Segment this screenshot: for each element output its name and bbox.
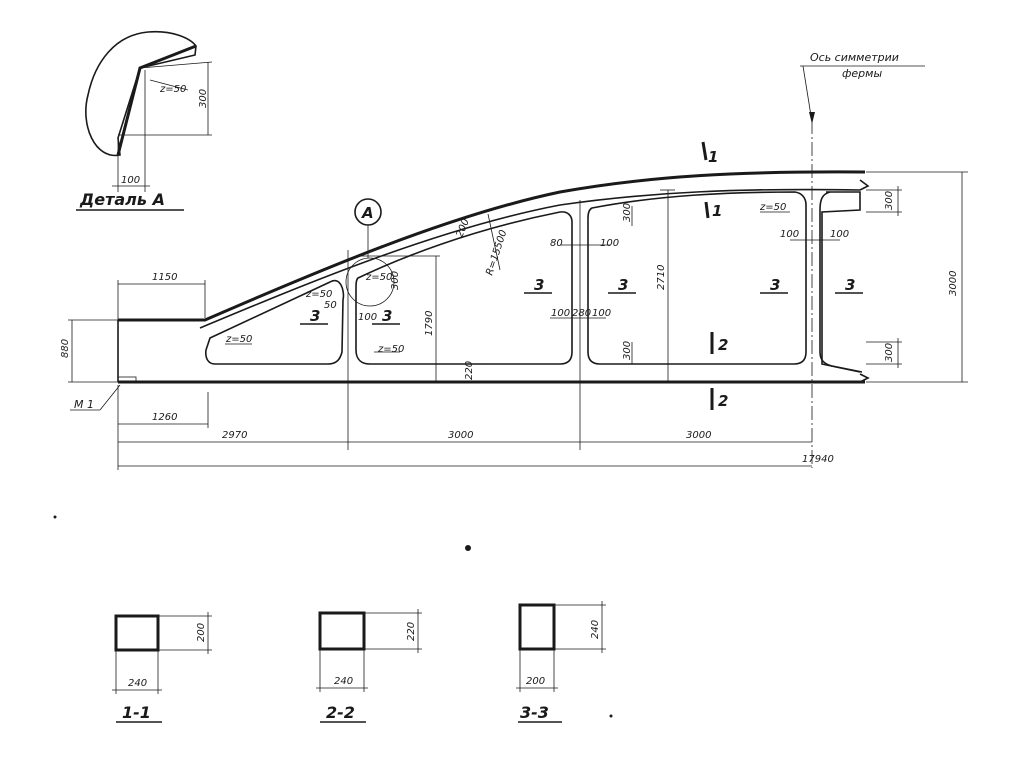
dim-z50-callout: z=50	[365, 272, 392, 283]
dim-z50-panel1: z=50	[225, 334, 252, 345]
panel-label-1: 3	[310, 307, 320, 325]
panel-opening-2	[355, 211, 573, 365]
dim-z50-node: z=50	[305, 289, 332, 300]
top-chord-inner	[199, 188, 861, 329]
dim-3000-b: 3000	[686, 430, 711, 441]
dim-80: 80	[550, 238, 563, 249]
dim-z50-panel2: z=50	[377, 344, 404, 355]
dim-1150: 1150	[152, 272, 177, 283]
dim-100-a: 100	[551, 308, 570, 319]
dim-3000-height: 3000	[948, 271, 959, 296]
radius-label: R=15500	[484, 229, 509, 277]
detail-a-z: z=50	[159, 84, 186, 95]
dim-300-right-bottom: 300	[884, 343, 895, 362]
dim-880: 880	[60, 339, 71, 358]
dim-100-callout: 100	[358, 312, 377, 323]
section-3-3-width: 200	[526, 676, 545, 687]
section-1-1: 200 240 1-1	[112, 612, 212, 723]
section-mark-2-bottom: 2	[718, 392, 728, 410]
detail-a-title: Деталь А	[79, 190, 165, 209]
dim-300-panel3-top: 300	[622, 203, 633, 222]
callout-a: А	[361, 204, 374, 222]
dim-300-panel3-bottom: 300	[622, 341, 633, 360]
truss: М 1 А 3 3 3 3 3 3 1 1 2 2 R=15500 200	[70, 120, 870, 468]
dim-3000-a: 3000	[448, 430, 473, 441]
dim-z50-panel3: z=50	[759, 202, 786, 213]
dim-300-right-top: 300	[884, 191, 895, 210]
panel-label-5: 3	[770, 276, 780, 294]
panel-label-3: 3	[534, 276, 544, 294]
section-2-2-title: 2-2	[326, 703, 355, 722]
panel-opening-1	[205, 279, 345, 365]
panel-label-2: 3	[382, 307, 392, 325]
dim-50-node: 50	[324, 300, 337, 311]
dim-100-axis-left: 100	[780, 229, 799, 240]
dimensions: 1150 880 1260 2970 3000 3000 17940 1790 …	[60, 171, 968, 470]
dim-280: 280	[572, 308, 591, 319]
panel-label-6: 3	[845, 276, 855, 294]
detail-a-dim-height: 300	[198, 89, 209, 108]
dim-100-axis-right: 100	[830, 229, 849, 240]
section-1-1-width: 240	[128, 678, 147, 689]
dim-100-b: 100	[592, 308, 611, 319]
section-3-3-title: 3-3	[520, 703, 549, 722]
detail-a-dim-width: 100	[121, 175, 140, 186]
axis-label-line2: фермы	[842, 67, 882, 80]
section-2-2-height: 220	[406, 622, 417, 641]
panel-label-4: 3	[618, 276, 628, 294]
dim-220: 220	[464, 361, 475, 380]
section-mark-2-inner: 2	[718, 336, 728, 354]
dim-300-callout: 300	[390, 271, 401, 290]
section-mark-1-inner: 1	[712, 202, 722, 220]
section-3-3: 240 200 3-3	[516, 601, 606, 723]
section-mark-1-top: 1	[708, 148, 718, 166]
symmetry-axis-label: Ось симметрии фермы	[800, 51, 925, 124]
section-2-2: 220 240 2-2	[316, 609, 422, 723]
detail-a: z=50 300 100 Деталь А	[76, 30, 213, 211]
dim-17940: 17940	[802, 454, 834, 465]
panel-opening-3	[587, 191, 807, 365]
dim-2710: 2710	[656, 265, 667, 290]
dim-1790: 1790	[424, 311, 435, 336]
marker-m1: М 1	[74, 398, 94, 411]
top-chord-outer	[118, 170, 866, 322]
section-2-2-width: 240	[334, 676, 353, 687]
section-3-3-height: 240	[590, 620, 601, 639]
dim-1260: 1260	[152, 412, 177, 423]
section-1-1-height: 200	[196, 623, 207, 642]
axis-label-line1: Ось симметрии	[810, 51, 899, 64]
dim-100-web: 100	[600, 238, 619, 249]
detail-a-blob	[85, 30, 197, 157]
section-1-1-title: 1-1	[122, 703, 151, 722]
dim-2970: 2970	[222, 430, 247, 441]
